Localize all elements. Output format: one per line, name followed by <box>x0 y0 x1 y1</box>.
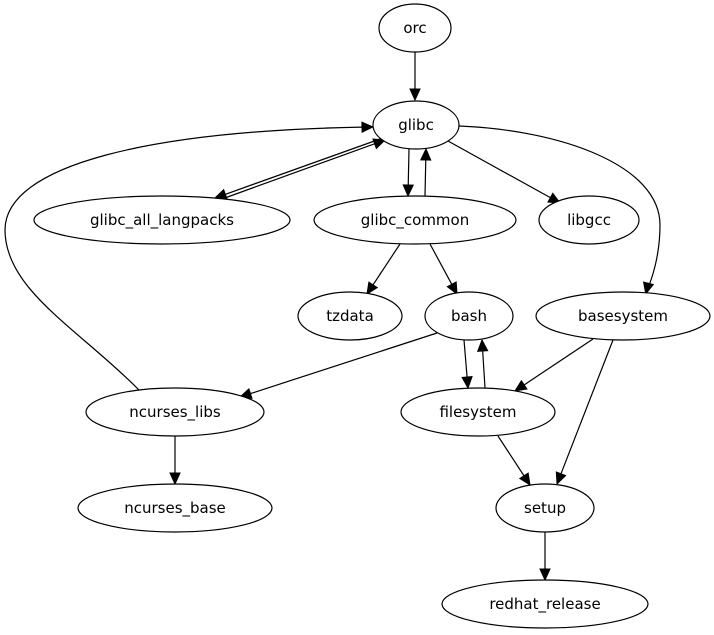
node-label: glibc_common <box>361 211 469 230</box>
node-redhat-release: redhat_release <box>441 579 649 629</box>
node-ellipse <box>77 483 273 533</box>
edge-line <box>429 243 453 286</box>
edge-line <box>372 243 401 286</box>
node-bash: bash <box>424 291 514 341</box>
arrowhead-icon <box>476 338 489 352</box>
node-ellipse <box>378 3 452 53</box>
edge-orc-to-glibc <box>409 52 421 102</box>
edge-line <box>560 339 614 475</box>
edge-line <box>221 142 376 200</box>
node-glibc-all-langpacks: glibc_all_langpacks <box>33 195 291 245</box>
node-label: ncurses_base <box>124 499 226 518</box>
edge-line <box>249 332 438 395</box>
node-ncurses-libs: ncurses_libs <box>85 387 265 437</box>
arrowhead-icon <box>372 138 387 150</box>
node-label: setup <box>524 499 566 517</box>
node-orc: orc <box>378 3 452 53</box>
arrowhead-icon <box>513 379 528 392</box>
arrowhead-icon <box>446 281 458 296</box>
node-libgcc: libgcc <box>538 195 640 245</box>
node-ellipse <box>85 387 265 437</box>
node-glibc: glibc <box>372 100 460 150</box>
arrowhead-icon <box>409 88 421 102</box>
edge-glibc_all_langpacks-to-glibc <box>221 138 387 200</box>
edge-glibc-to-glibc_all_langpacks <box>213 138 381 200</box>
node-label: tzdata <box>326 307 374 325</box>
node-ellipse <box>33 195 291 245</box>
arrowhead-icon <box>461 376 473 390</box>
edge-line <box>482 349 486 389</box>
node-label: libgcc <box>567 211 611 229</box>
node-ellipse <box>538 195 640 245</box>
node-label: bash <box>451 307 487 325</box>
node-label: glibc <box>398 116 434 134</box>
edge-line <box>4 126 373 391</box>
edge-glibc-to-glibc_common <box>402 148 415 198</box>
edge-bash-to-ncurses_libs <box>238 332 438 399</box>
edge-filesystem-to-setup <box>497 435 531 487</box>
edge-basesystem-to-filesystem <box>513 338 594 392</box>
edge-glibc_common-to-glibc <box>419 147 432 197</box>
edge-glibc-to-libgcc <box>447 140 562 204</box>
edge-line <box>458 125 661 293</box>
edge-line <box>407 148 410 187</box>
arrowhead-icon <box>169 472 181 486</box>
node-label: ncurses_libs <box>129 403 221 422</box>
edge-glibc_common-to-tzdata <box>366 243 401 296</box>
node-label: redhat_release <box>489 595 600 614</box>
node-label: basesystem <box>578 307 668 325</box>
node-ellipse <box>495 483 595 533</box>
edge-line <box>497 435 526 477</box>
node-filesystem: filesystem <box>400 387 556 437</box>
edge-bash-to-filesystem <box>461 339 473 390</box>
node-setup: setup <box>495 483 595 533</box>
node-label: glibc_all_langpacks <box>90 211 234 230</box>
edge-basesystem-to-setup <box>555 339 614 486</box>
node-glibc-common: glibc_common <box>313 195 517 245</box>
edge-filesystem-to-bash <box>476 338 489 389</box>
arrowhead-icon <box>366 281 379 296</box>
node-ellipse <box>424 291 514 341</box>
arrowhead-icon <box>555 471 567 486</box>
edge-line <box>424 158 427 197</box>
arrowhead-icon <box>402 184 415 198</box>
edge-glibc-to-basesystem <box>458 125 661 296</box>
arrowhead-icon <box>518 472 531 487</box>
nodes-layer: orc glibc glibc_all_langpacks glibc_common l… <box>33 3 711 629</box>
arrowhead-icon <box>419 147 432 161</box>
node-basesystem: basesystem <box>535 291 711 341</box>
edge-ncurses_libs-to-glibc <box>4 121 375 391</box>
node-ellipse <box>441 579 649 629</box>
node-tzdata: tzdata <box>297 291 403 341</box>
node-ellipse <box>535 291 711 341</box>
node-ellipse <box>372 100 460 150</box>
node-ellipse <box>297 291 403 341</box>
edge-ncurses_libs-to-ncurses_base <box>169 436 181 486</box>
edge-glibc_common-to-bash <box>429 243 458 296</box>
arrowhead-icon <box>539 568 551 582</box>
edge-line <box>224 138 381 196</box>
edge-line <box>447 140 552 199</box>
node-ellipse <box>313 195 517 245</box>
arrowhead-icon <box>642 281 655 296</box>
edge-line <box>463 339 468 379</box>
edge-setup-to-redhat_release <box>539 532 551 582</box>
node-label: orc <box>403 19 426 37</box>
edges-layer <box>4 52 661 582</box>
edge-line <box>522 338 594 386</box>
arrowhead-icon <box>361 121 375 133</box>
node-ncurses-base: ncurses_base <box>77 483 273 533</box>
node-label: filesystem <box>439 403 516 421</box>
node-ellipse <box>400 387 556 437</box>
